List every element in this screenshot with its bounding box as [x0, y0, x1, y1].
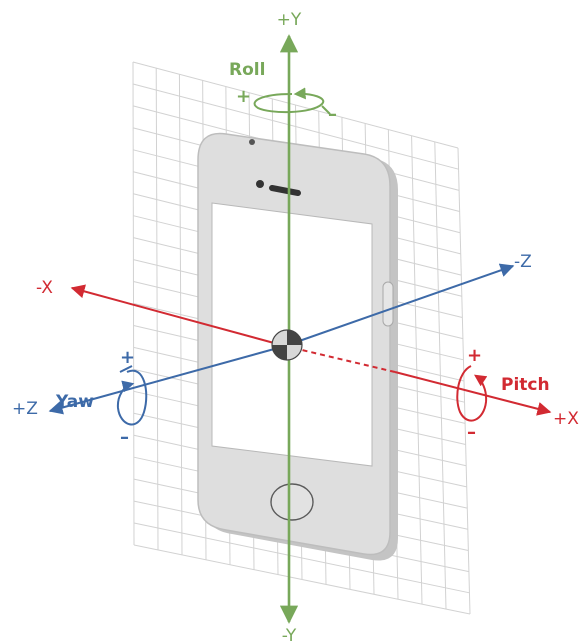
x-axis: [70, 284, 552, 416]
phone-camera: [256, 180, 264, 188]
phone-top-dot: [249, 139, 255, 145]
grid-line-horizontal: [133, 544, 471, 615]
z-pos-label: +Z: [12, 399, 38, 419]
z-axis-back: [284, 263, 515, 347]
yaw-label: Yaw: [55, 392, 94, 412]
phone-side-button: [382, 281, 394, 327]
origin-marker: [271, 329, 303, 361]
roll-plus: +: [236, 86, 251, 107]
grid-line-horizontal: [133, 522, 470, 594]
yaw-tail: [119, 365, 133, 373]
roll-rotation-arrow-icon: [253, 87, 325, 114]
roll-label: Roll: [229, 60, 265, 80]
z-axis: [48, 263, 515, 415]
y-neg-label: -Y: [282, 626, 297, 644]
phone-home-button: [270, 483, 314, 521]
pitch-label: Pitch: [501, 375, 550, 395]
y-pos-label: +Y: [277, 10, 302, 30]
yaw-indicator: Yaw + –: [55, 347, 148, 448]
pitch-indicator: Pitch + –: [456, 345, 550, 443]
z-neg-label: -Z: [514, 252, 532, 272]
pitch-minus: –: [467, 422, 476, 443]
x-axis-hidden: [284, 345, 396, 373]
roll-minus: –: [328, 104, 337, 125]
yaw-rotation-arrow-icon: [116, 369, 148, 426]
pitch-rotation-arrow-icon: [456, 365, 488, 422]
x-axis-pos: [394, 371, 552, 416]
z-axis-front: [48, 345, 286, 415]
x-neg-label: -X: [36, 278, 53, 298]
roll-indicator: Roll + –: [229, 60, 337, 125]
x-axis-neg: [70, 284, 286, 347]
x-pos-label: +X: [553, 409, 579, 429]
roll-tail: [321, 105, 331, 115]
yaw-minus: –: [120, 427, 129, 448]
pitch-plus: +: [467, 345, 482, 366]
yaw-plus: +: [120, 347, 135, 368]
